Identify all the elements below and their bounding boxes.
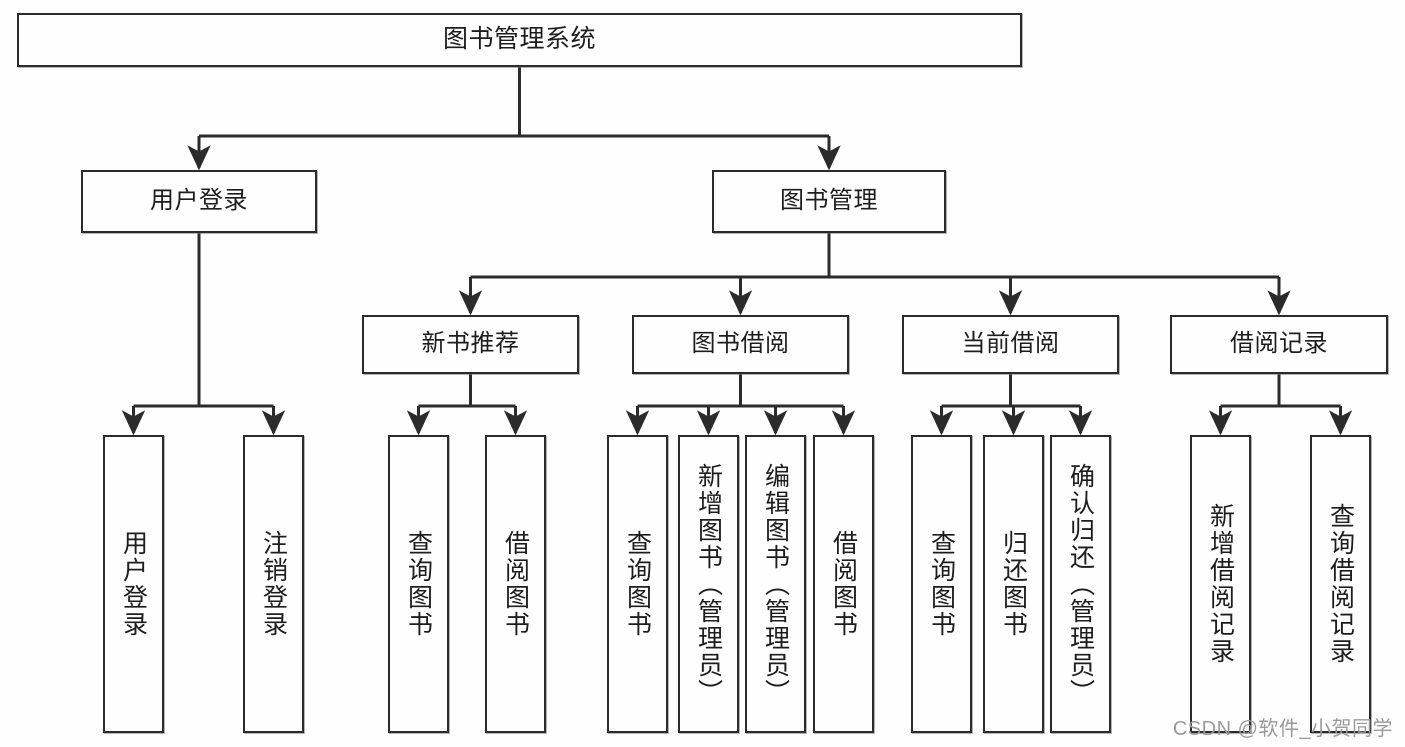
node-label: 新书推荐 — [421, 330, 520, 358]
node-label: 编辑图书（管理员） — [761, 462, 790, 706]
node-label: 借阅图书 — [501, 530, 530, 638]
leaf-node[interactable]: 借阅图书 — [813, 435, 874, 733]
category-node[interactable]: 新书推荐 — [362, 315, 579, 374]
node-label: 图书管理 — [780, 187, 878, 215]
node-label: 新增图书（管理员） — [694, 462, 723, 706]
node-label: 查询图书 — [623, 530, 652, 638]
leaf-node[interactable]: 注销登录 — [243, 435, 304, 733]
leaf-node[interactable]: 用户登录 — [103, 435, 164, 733]
node-label: 查询借阅记录 — [1326, 503, 1355, 665]
leaf-node[interactable]: 查询图书 — [388, 435, 449, 733]
node-label: 当前借阅 — [961, 330, 1060, 358]
branch-node[interactable]: 用户登录 — [81, 170, 317, 233]
leaf-node[interactable]: 借阅图书 — [485, 435, 546, 733]
leaf-node[interactable]: 确认归还（管理员） — [1050, 435, 1111, 733]
leaf-node[interactable]: 查询图书 — [607, 435, 668, 733]
node-label: 借阅记录 — [1230, 330, 1328, 358]
branch-node[interactable]: 图书管理 — [712, 170, 946, 233]
node-label: 借阅图书 — [829, 530, 858, 638]
category-node[interactable]: 图书借阅 — [632, 315, 849, 374]
leaf-node[interactable]: 新增图书（管理员） — [678, 435, 739, 733]
node-label: 新增借阅记录 — [1206, 503, 1235, 665]
leaf-node[interactable]: 查询图书 — [911, 435, 972, 733]
leaf-node[interactable]: 查询借阅记录 — [1310, 435, 1371, 733]
node-label: 用户登录 — [119, 530, 148, 638]
node-label: 查询图书 — [927, 530, 956, 638]
node-label: 归还图书 — [999, 530, 1028, 638]
category-node[interactable]: 借阅记录 — [1170, 315, 1388, 374]
node-label: 用户登录 — [150, 187, 248, 215]
node-label: 注销登录 — [259, 530, 288, 638]
category-node[interactable]: 当前借阅 — [902, 315, 1119, 374]
node-label: 确认归还（管理员） — [1066, 462, 1095, 706]
leaf-node[interactable]: 归还图书 — [983, 435, 1044, 733]
node-label: 查询图书 — [404, 530, 433, 638]
leaf-node[interactable]: 新增借阅记录 — [1190, 435, 1251, 733]
root-node[interactable]: 图书管理系统 — [17, 13, 1022, 67]
leaf-node[interactable]: 编辑图书（管理员） — [745, 435, 806, 733]
node-label: 图书借阅 — [691, 330, 790, 358]
node-label: 图书管理系统 — [442, 25, 596, 54]
